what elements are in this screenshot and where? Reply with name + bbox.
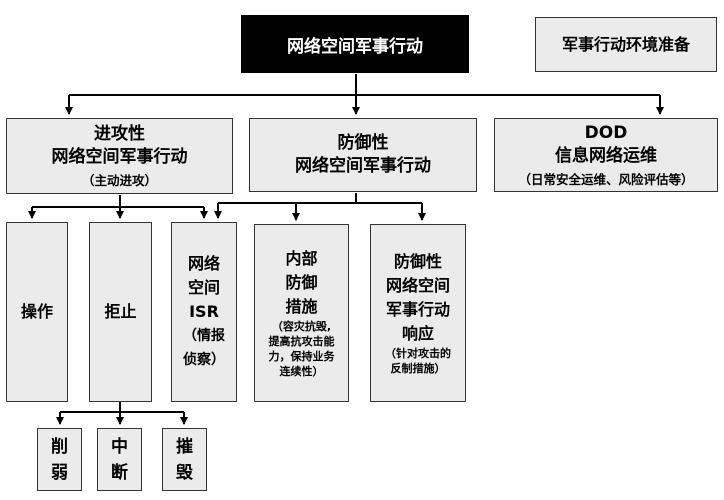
- internal-sub: （容灾抗毁,: [271, 320, 332, 333]
- isr-line: 侦察）: [183, 352, 225, 368]
- response-line: 防御性: [393, 252, 442, 271]
- defensive-node: 防御性 网络空间军事行动: [249, 118, 477, 192]
- deny-node: 拒止: [89, 222, 152, 402]
- offensive-line1: 进攻性: [94, 123, 145, 144]
- response-line: 军事行动: [385, 300, 450, 319]
- isr-line: 网络: [187, 254, 220, 273]
- internal-defense-node: 内部 防御 措施 （容灾抗毁, 提高抗攻击能 力，保持业务 连续性）: [254, 224, 349, 402]
- defensive-response-node: 防御性 网络空间 军事行动 响应 （针对攻击的 反制措施）: [370, 224, 466, 402]
- degrade-line: 削: [51, 436, 68, 457]
- destroy-line: 摧: [176, 436, 193, 457]
- environment-label: 军事行动环境准备: [561, 35, 690, 54]
- dod-line1: DOD: [584, 122, 628, 143]
- offensive-node: 进攻性 网络空间军事行动 （主动进攻）: [6, 118, 233, 194]
- destroy-line: 毁: [176, 462, 193, 483]
- internal-line: 内部: [285, 249, 318, 268]
- internal-line: 防御: [285, 273, 318, 292]
- dod-node: DOD 信息网络运维 （日常安全运维、风险评估等）: [494, 118, 718, 192]
- isr-line: ISR: [189, 302, 219, 321]
- internal-line: 措施: [285, 297, 318, 316]
- operation-node: 操作: [6, 222, 68, 402]
- response-line: 响应: [401, 324, 434, 343]
- offensive-line2: 网络空间军事行动: [51, 146, 188, 167]
- internal-sub: 连续性）: [279, 365, 324, 378]
- internal-sub: 力，保持业务: [268, 350, 335, 363]
- root-label: 网络空间军事行动: [287, 36, 423, 57]
- offensive-sub: （主动进攻）: [81, 172, 157, 188]
- defensive-line1: 防御性: [337, 133, 389, 153]
- dod-line2: 信息网络运维: [555, 145, 657, 166]
- response-line: 网络空间: [385, 276, 450, 295]
- response-sub: （针对攻击的: [385, 347, 451, 360]
- destroy-node: 摧 毁: [162, 428, 207, 491]
- dod-sub: （日常安全运维、风险评估等）: [518, 171, 694, 187]
- isr-line: （情报: [183, 328, 225, 344]
- isr-node: 网络 空间 ISR （情报 侦察）: [171, 222, 237, 402]
- disrupt-line: 断: [111, 462, 128, 483]
- degrade-line: 弱: [51, 462, 68, 483]
- disrupt-line: 中: [111, 436, 128, 457]
- disrupt-node: 中 断: [97, 428, 142, 491]
- response-sub: 反制措施）: [390, 362, 446, 375]
- isr-line: 空间: [187, 278, 220, 297]
- environment-prep-node: 军事行动环境准备: [535, 17, 717, 72]
- degrade-node: 削 弱: [37, 428, 82, 491]
- deny-label: 拒止: [104, 302, 137, 321]
- internal-sub: 提高抗攻击能: [268, 335, 335, 348]
- root-node: 网络空间军事行动: [241, 15, 469, 73]
- defensive-line2: 网络空间军事行动: [295, 156, 431, 176]
- operation-label: 操作: [20, 302, 53, 321]
